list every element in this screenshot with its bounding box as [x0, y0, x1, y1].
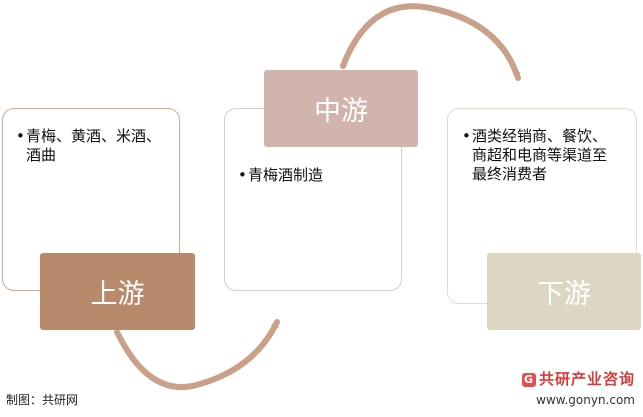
- midstream-item: 青梅酒制造: [238, 166, 398, 185]
- gonyn-logo-icon: G: [521, 373, 536, 387]
- watermark-url: www.gonyn.com: [536, 393, 635, 407]
- upstream-item: 青梅、黄酒、米酒、酒曲: [16, 127, 166, 165]
- arrow-upstream-to-midstream: [114, 319, 280, 391]
- midstream-items: 青梅酒制造: [238, 166, 398, 185]
- source-note: 制图：共研网: [6, 393, 79, 407]
- upstream-items: 青梅、黄酒、米酒、酒曲: [16, 127, 166, 165]
- downstream-items: 酒类经销商、餐饮、商超和电商等渠道至最终消费者: [462, 127, 612, 184]
- downstream-item: 酒类经销商、餐饮、商超和电商等渠道至最终消费者: [462, 127, 612, 184]
- downstream-label: 下游: [487, 253, 641, 330]
- watermark-brand-text: 共研产业咨询: [538, 370, 635, 388]
- midstream-label: 中游: [264, 70, 418, 147]
- arrow-midstream-to-downstream: [340, 3, 521, 81]
- upstream-label: 上游: [40, 253, 195, 330]
